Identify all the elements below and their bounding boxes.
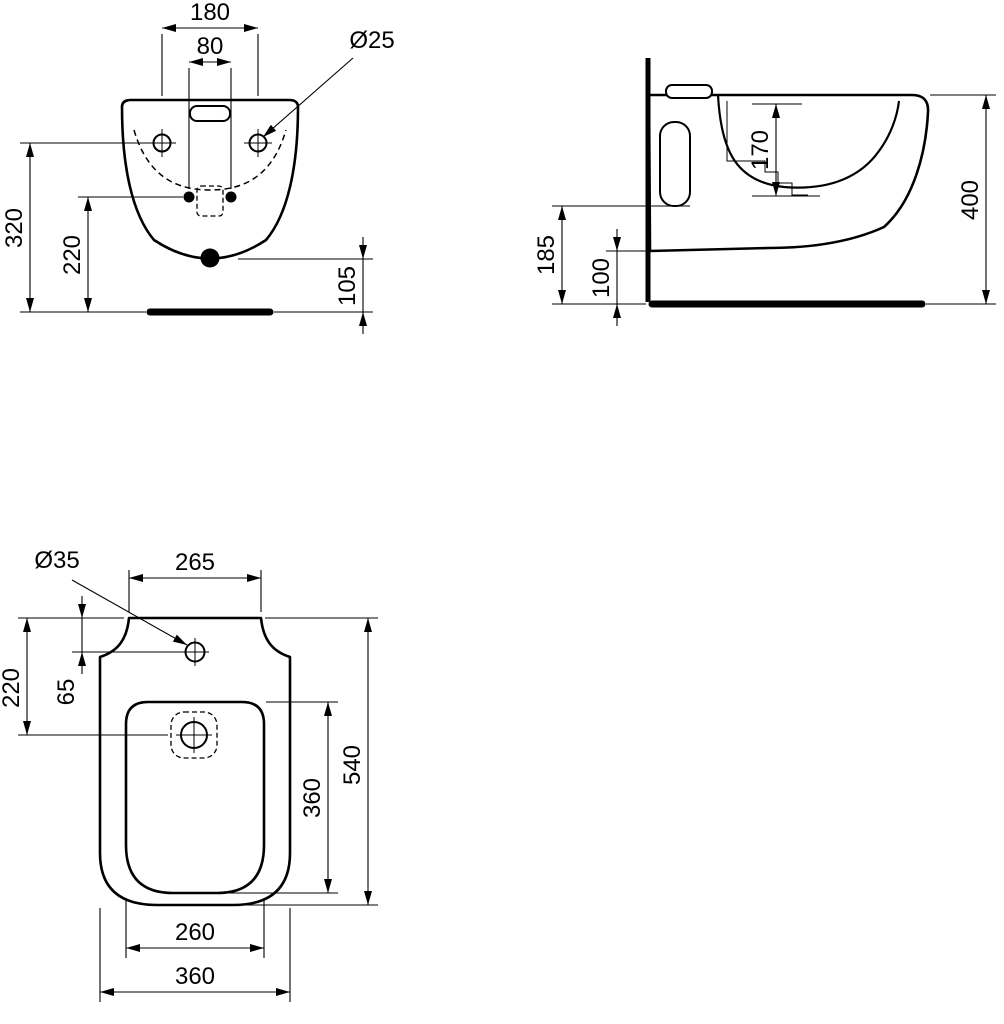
drain-outlet-dot	[200, 248, 220, 268]
dim-label-220: 220	[59, 235, 86, 275]
dim-220-front: 220	[59, 196, 183, 312]
dim-80: 80	[188, 33, 232, 189]
dim-105: 105	[238, 237, 373, 334]
mounting-hole-left	[148, 129, 176, 157]
dim-label-220: 220	[0, 668, 25, 708]
dim-label-265: 265	[175, 549, 215, 576]
dim-260: 260	[125, 898, 265, 958]
dim-540: 540	[240, 617, 378, 906]
leader-line	[71, 579, 188, 646]
dim-label-360-bowl: 360	[299, 778, 326, 818]
dim-label-180: 180	[190, 0, 230, 26]
dim-180: 180	[161, 0, 259, 96]
tap-hole	[181, 638, 209, 666]
dim-265: 265	[128, 549, 262, 612]
dim-360-bowl: 360	[225, 701, 338, 894]
front-view: 180 80 Ø25 320 220	[1, 0, 395, 334]
dim-label-260: 260	[175, 919, 215, 946]
dim-170: 170	[747, 103, 820, 197]
bidet-body-side	[647, 93, 930, 253]
dim-65: 65	[53, 596, 183, 705]
dim-320: 320	[1, 142, 150, 313]
inner-rim-hidden-line	[133, 129, 287, 191]
fixing-point-left	[183, 191, 195, 203]
dim-label-100: 100	[588, 258, 615, 298]
dim-label-320: 320	[1, 208, 28, 248]
dim-label-80: 80	[197, 33, 224, 60]
hidden-drain-box	[196, 185, 224, 217]
dim-label-o25: Ø25	[349, 27, 394, 54]
mounting-slot	[659, 121, 691, 207]
fixing-point-right	[225, 191, 237, 203]
leader-line	[262, 57, 354, 138]
dim-label-400: 400	[957, 180, 984, 220]
dim-label-360-overall: 360	[175, 963, 215, 990]
dim-label-170: 170	[747, 130, 774, 170]
dim-label-185: 185	[533, 235, 560, 275]
dim-hole-diameter: Ø25	[262, 27, 395, 138]
mounting-hole-right	[244, 129, 272, 157]
side-view: 170 400 185 100	[533, 58, 996, 326]
dim-185: 185	[533, 205, 690, 305]
dim-360-overall: 360	[99, 908, 291, 1002]
hidden-trap-box	[170, 711, 218, 759]
water-inlet	[665, 84, 713, 99]
dim-label-540: 540	[339, 745, 366, 785]
plan-view: Ø35 265 220 65 540	[0, 547, 378, 1002]
dim-220-plan: 220	[0, 617, 168, 736]
dim-100: 100	[588, 229, 654, 326]
overflow-slot	[189, 105, 231, 122]
dim-400: 400	[926, 94, 996, 305]
drain-plan	[170, 711, 218, 759]
dim-tap-hole-diameter: Ø35	[34, 547, 188, 646]
bidet-body-front	[120, 98, 300, 260]
dim-label-o35: Ø35	[34, 547, 79, 574]
dim-label-65: 65	[53, 679, 80, 706]
dim-label-105: 105	[334, 266, 361, 306]
inner-bowl-profile	[716, 94, 901, 189]
bowl-rim-plan	[124, 700, 266, 895]
